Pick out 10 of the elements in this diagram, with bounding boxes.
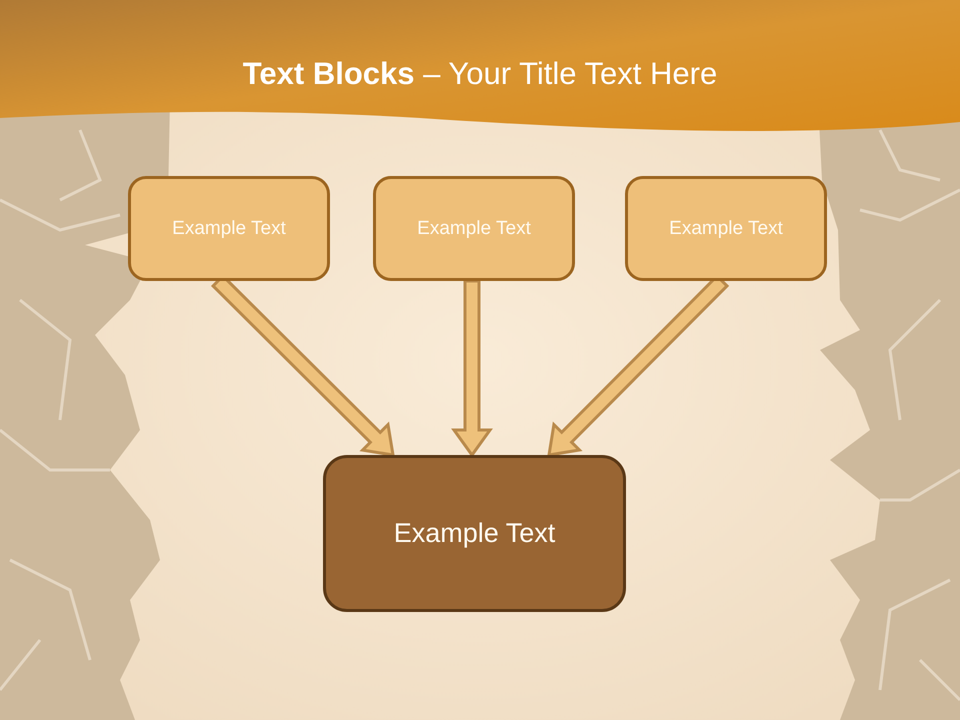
box-label: Example Text: [417, 218, 531, 240]
box-label: Example Text: [394, 518, 556, 549]
block-arrow: [451, 280, 493, 458]
box-label: Example Text: [172, 218, 286, 240]
slide-title: Text Blocks – Your Title Text Here: [242, 55, 718, 93]
text-box: [373, 176, 575, 281]
text-box: [323, 455, 626, 612]
box-label: Example Text: [669, 218, 783, 240]
text-box: [625, 176, 827, 281]
text-box: [128, 176, 330, 281]
